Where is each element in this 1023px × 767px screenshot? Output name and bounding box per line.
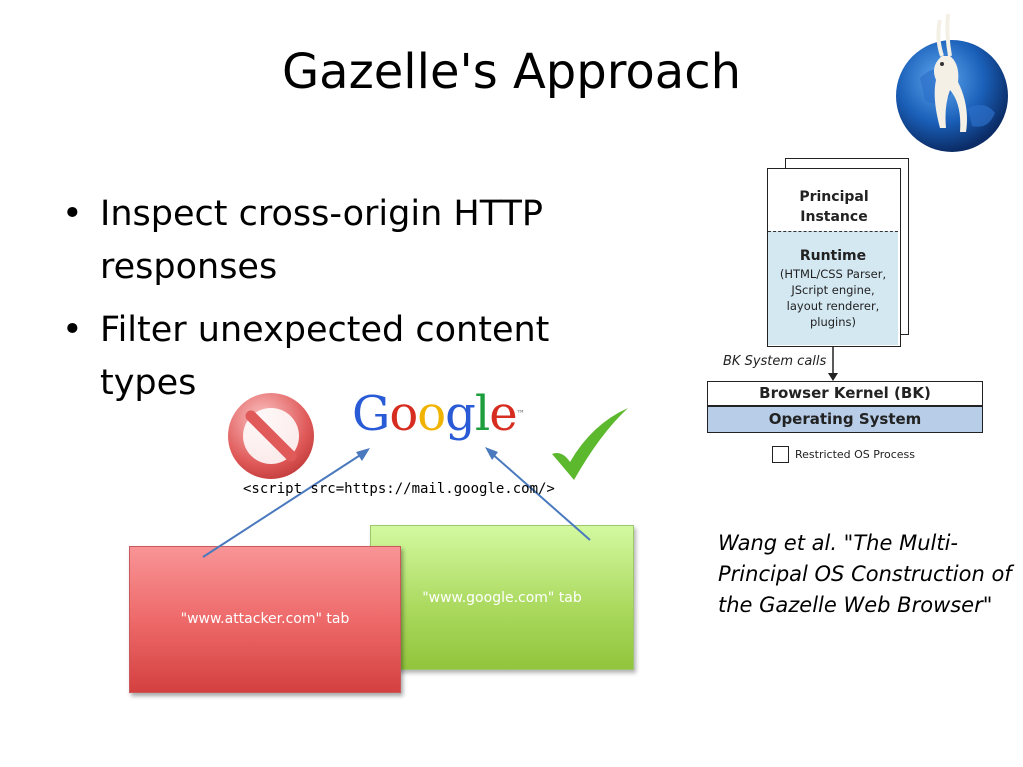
bullet-text: Inspect cross-origin HTTP responses [100, 194, 543, 287]
gazelle-architecture-diagram: Principal Instance Runtime (HTML/CSS Par… [705, 155, 990, 470]
legend-label: Restricted OS Process [795, 448, 916, 461]
google-letter: G [352, 386, 390, 442]
trademark: ™ [516, 409, 525, 418]
bullet-dot: • [62, 194, 83, 234]
bullet-dot: • [62, 310, 83, 350]
legend-swatch [772, 446, 789, 463]
runtime-box: Runtime (HTML/CSS Parser, JScript engine… [768, 231, 898, 345]
google-letter: g [445, 386, 476, 442]
gazelle-logo-icon [896, 13, 1008, 152]
bk-call-arrow [828, 346, 838, 381]
bk-system-calls-label: BK System calls [723, 354, 827, 369]
google-letter: l [474, 386, 490, 442]
script-tag-code: <script src=https://mail.google.com/> [243, 481, 555, 497]
google-letter: o [417, 386, 446, 442]
google-letter: o [389, 386, 418, 442]
attacker-tab-label: "www.attacker.com" tab [180, 611, 350, 627]
bullet-item: • Filter unexpected content types [60, 304, 620, 410]
google-tab-box: "www.google.com" tab [370, 525, 634, 670]
checkmark-icon [552, 408, 628, 480]
bullet-item: • Inspect cross-origin HTTP responses [60, 188, 620, 294]
principal-instance-box: Principal Instance Runtime (HTML/CSS Par… [767, 168, 901, 347]
principal-instance-label: Principal Instance [799, 189, 869, 225]
operating-system-box: Operating System [707, 406, 983, 433]
slide-title: Gazelle's Approach [281, 44, 742, 100]
browser-kernel-box: Browser Kernel (BK) [707, 381, 983, 406]
bullet-list: • Inspect cross-origin HTTP responses • … [60, 188, 620, 420]
no-entry-icon [228, 393, 314, 479]
bullet-text: Filter unexpected content types [100, 310, 550, 403]
runtime-title: Runtime [799, 248, 867, 264]
google-logo: Google™ [352, 384, 525, 444]
attacker-tab-box: "www.attacker.com" tab [129, 546, 401, 693]
citation: Wang et al. "The Multi-Principal OS Cons… [718, 531, 1012, 617]
google-letter: e [489, 386, 517, 442]
runtime-description: (HTML/CSS Parser, JScript engine, layout… [779, 267, 887, 329]
google-tab-label: "www.google.com" tab [422, 590, 582, 606]
